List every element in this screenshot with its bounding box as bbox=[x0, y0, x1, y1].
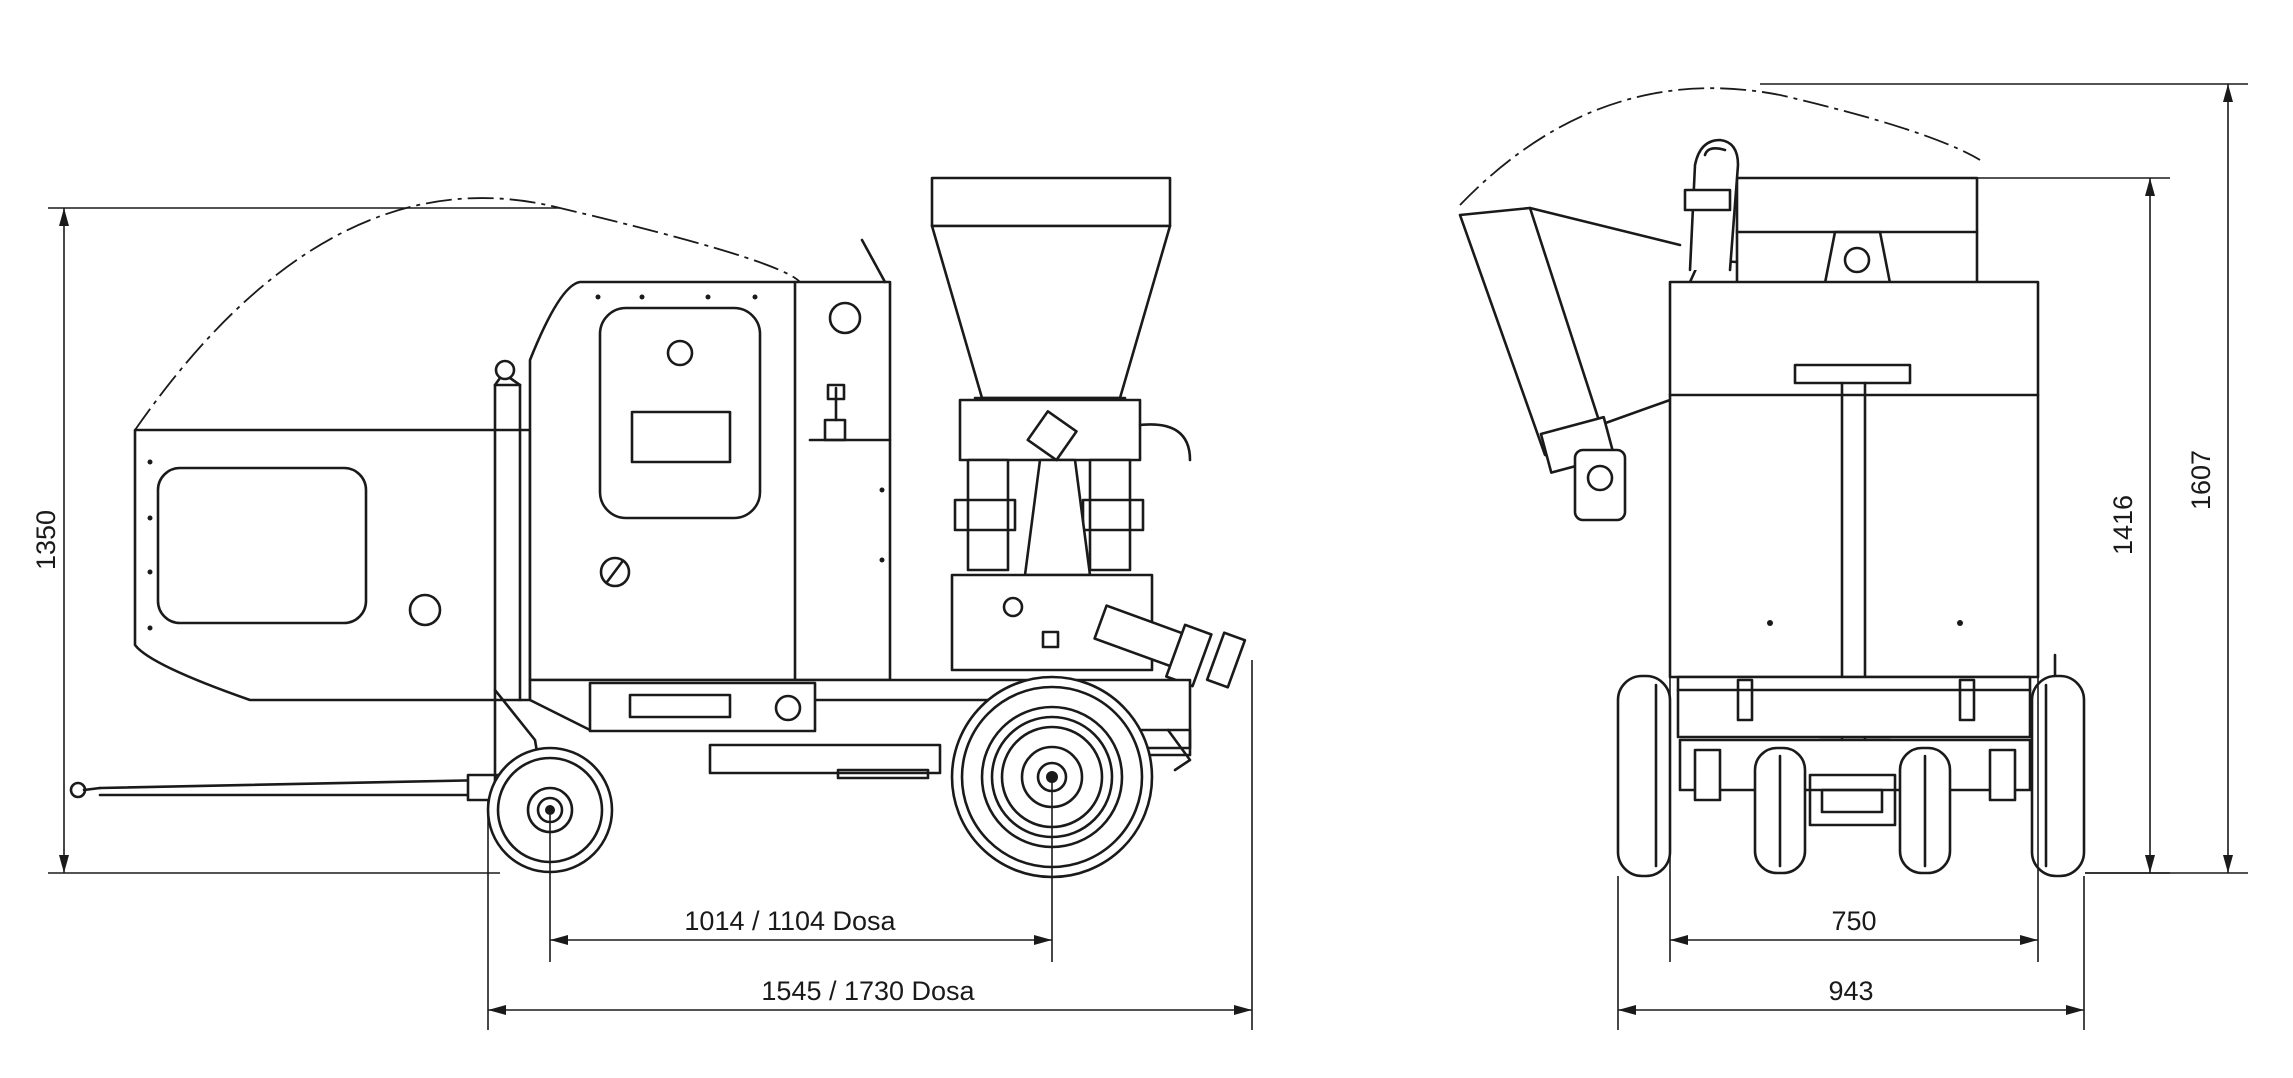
rear-left-wheel bbox=[1616, 674, 1672, 878]
rear-open-lid bbox=[1458, 206, 1682, 522]
rear-dimension-1607: 1607 bbox=[1760, 83, 2248, 874]
side-tow-bar bbox=[69, 688, 542, 802]
inner-width-label: 750 bbox=[1831, 906, 1876, 936]
rear-height-hopper-label: 1416 bbox=[2108, 495, 2138, 555]
rear-inner-wheel-left bbox=[1753, 746, 1807, 875]
side-hopper bbox=[930, 176, 1172, 400]
side-dimension-length: 1545 / 1730 Dosa bbox=[487, 660, 1253, 1030]
overall-length-label: 1545 / 1730 Dosa bbox=[761, 976, 975, 1006]
wheelbase-label: 1014 / 1104 Dosa bbox=[684, 906, 896, 936]
side-handle-post bbox=[493, 359, 522, 792]
rear-discharge-pipe bbox=[1683, 138, 1740, 272]
rear-dimension-943: 943 bbox=[1617, 876, 2085, 1030]
side-rear-cabinet bbox=[133, 428, 532, 702]
side-view: 1350 1014 / 1104 Dosa 1545 / 1730 Dosa bbox=[31, 176, 1253, 1030]
rear-inner-wheel-right bbox=[1898, 746, 1952, 875]
side-height-label: 1350 bbox=[31, 510, 61, 570]
rear-lid-swing-arc bbox=[1459, 87, 1981, 206]
side-lid-swing-arc bbox=[134, 197, 801, 431]
side-dimension-wheelbase: 1014 / 1104 Dosa bbox=[549, 777, 1053, 962]
side-rotor-assembly bbox=[950, 398, 1247, 689]
rear-hopper bbox=[1688, 176, 1979, 285]
rear-height-lid-open-label: 1607 bbox=[2186, 450, 2216, 510]
rear-body bbox=[1668, 280, 2040, 679]
rear-right-wheel bbox=[2030, 674, 2086, 878]
side-main-cabinet bbox=[528, 238, 892, 682]
overall-width-label: 943 bbox=[1828, 976, 1873, 1006]
rear-chassis bbox=[1676, 653, 2082, 827]
side-dimension-height: 1350 bbox=[31, 207, 560, 874]
rear-view: 1416 1607 750 943 bbox=[1458, 83, 2248, 1030]
rear-dimension-750: 750 bbox=[1669, 677, 2039, 962]
